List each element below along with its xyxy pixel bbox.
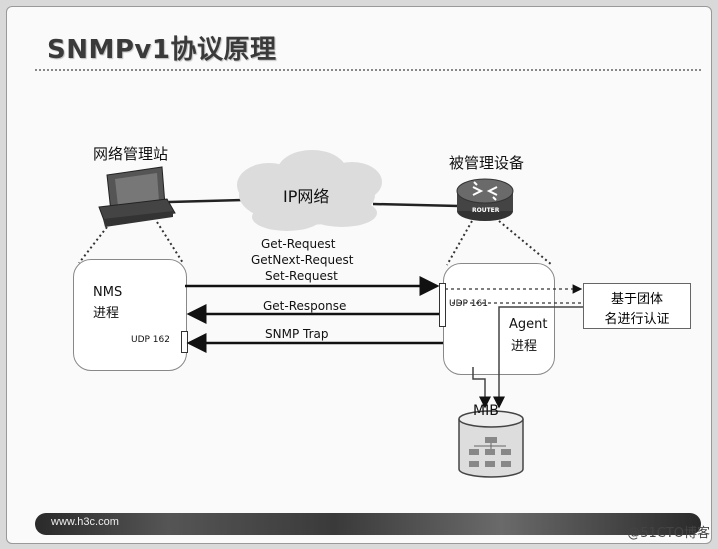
router-badge: ROUTER <box>472 207 500 214</box>
router-icon <box>456 178 514 221</box>
nms-process-box <box>73 259 187 371</box>
link-nms-cloud <box>168 198 244 204</box>
cloud-icon <box>237 150 382 231</box>
slide-title: SNMPv1协议原理 <box>47 35 277 65</box>
nms-process-line1: NMS <box>93 285 123 300</box>
mib-label: MIB <box>473 403 499 419</box>
arrows-layer <box>185 276 583 478</box>
cloud-label: IP网络 <box>283 187 330 206</box>
mib-database-icon <box>458 410 524 478</box>
auth-line2: 名进行认证 <box>604 312 670 327</box>
nms-process-line2: 进程 <box>93 306 120 321</box>
auth-line1: 基于团体 <box>610 292 663 307</box>
agent-process-line1: Agent <box>509 317 548 332</box>
diagram-graphics <box>78 150 553 266</box>
managed-device-label: 被管理设备 <box>449 154 525 172</box>
udp-161-port <box>439 283 446 327</box>
link-cloud-router <box>372 202 460 208</box>
msg-getnext-request: GetNext-Request <box>251 253 354 267</box>
agent-process-line2: 进程 <box>511 339 538 354</box>
udp-162-label: UDP 162 <box>131 335 170 345</box>
msg-get-response: Get-Response <box>263 299 347 313</box>
dotted-guide <box>156 221 184 264</box>
msg-set-request: Set-Request <box>265 269 338 283</box>
computer-icon <box>98 166 176 227</box>
community-auth-box: 基于团体 名进行认证 <box>583 283 691 329</box>
footer-bar: www.h3c.com <box>35 513 701 535</box>
dotted-guide <box>446 220 473 266</box>
udp-161-label: UDP 161 <box>449 299 488 309</box>
auth-mib-arrow <box>493 306 583 409</box>
msg-snmp-trap: SNMP Trap <box>265 327 329 341</box>
title-divider <box>35 69 701 71</box>
dotted-guide <box>498 220 553 266</box>
nms-station-label: 网络管理站 <box>93 145 169 163</box>
footer-url: www.h3c.com <box>51 516 119 528</box>
slide: SNMPv1协议原理 <box>6 6 712 544</box>
msg-get-request: Get-Request <box>261 237 336 251</box>
agent-mib-arrow <box>472 367 491 409</box>
watermark: @51CTO博客 <box>627 526 710 541</box>
